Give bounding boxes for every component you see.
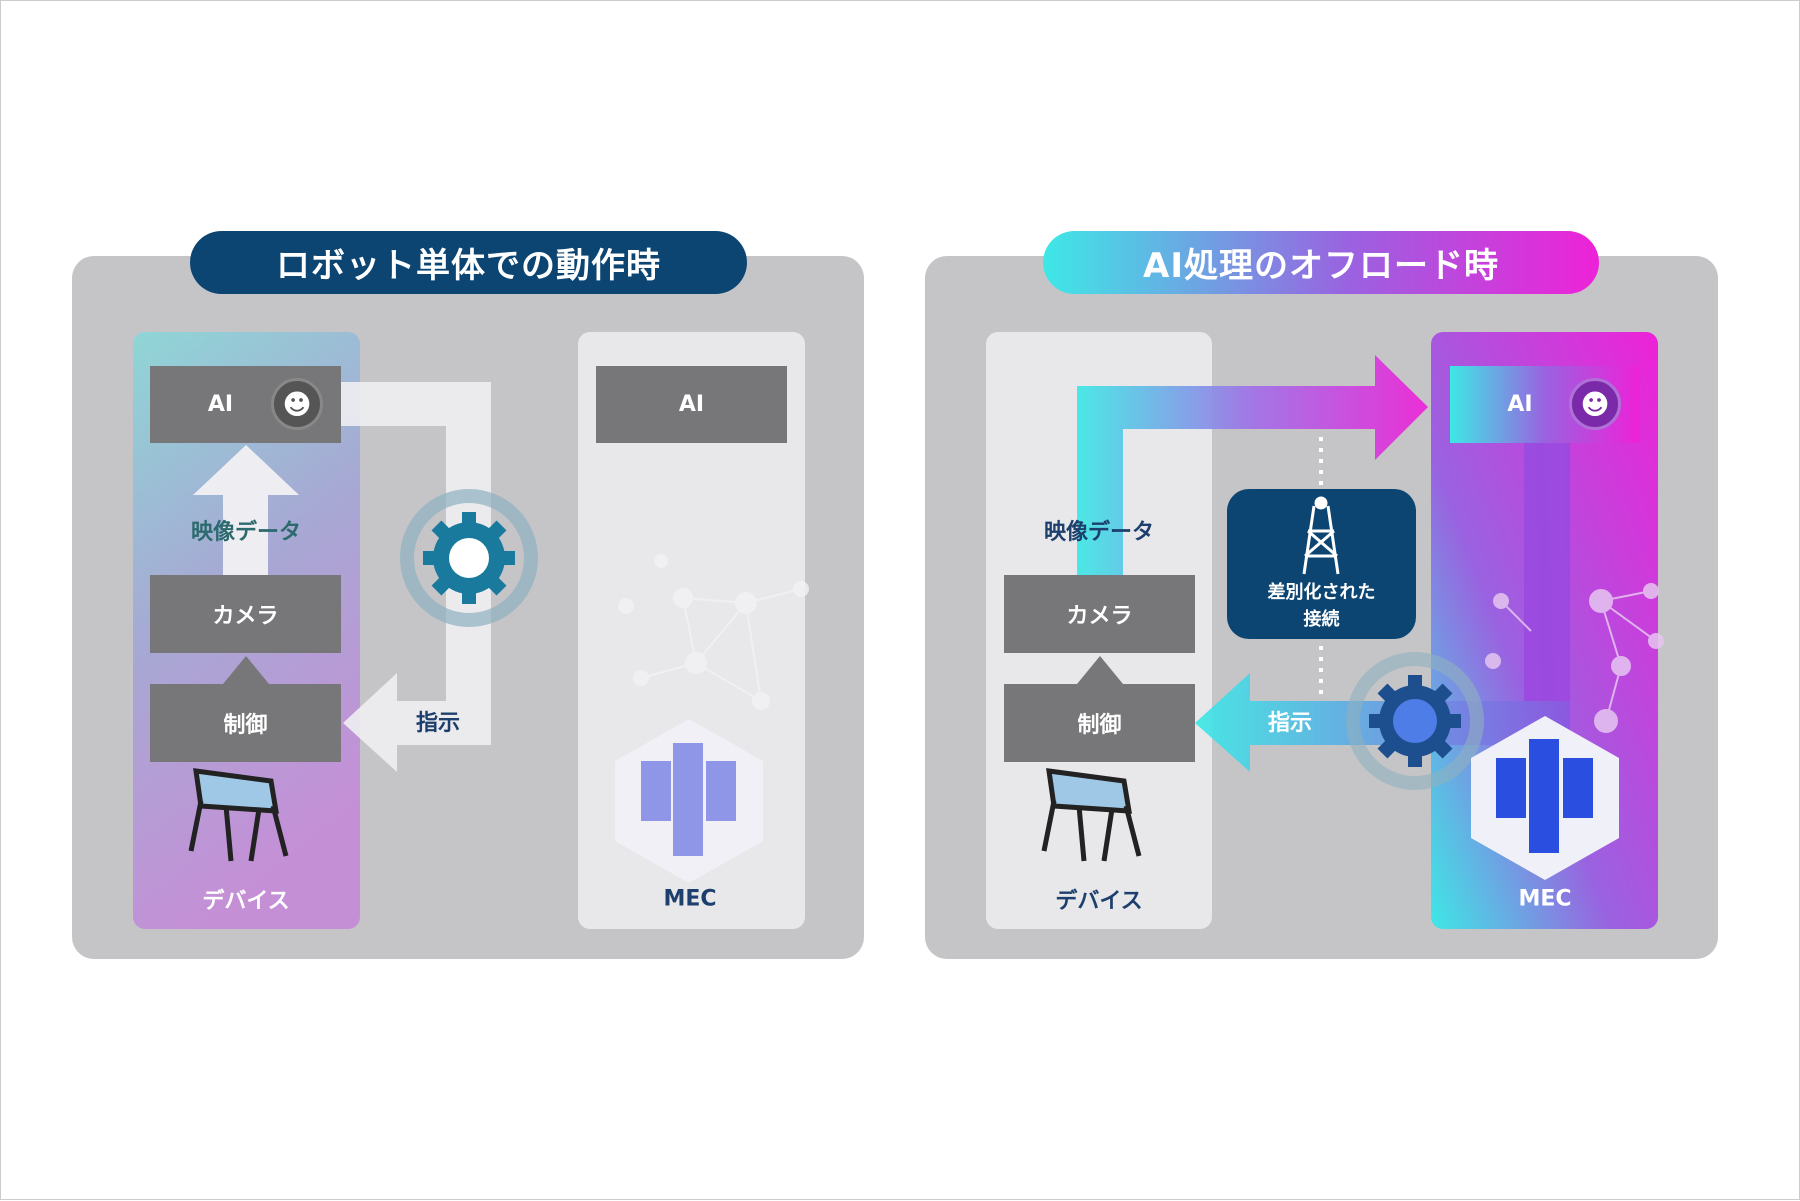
right-camera-box: カメラ [1004,575,1195,653]
right-robot-dog-icon [1041,768,1142,862]
left-gear-icon [400,489,538,627]
right-title: AI処理のオフロード時 [1043,231,1599,294]
cell-tower-icon [1302,496,1340,575]
ai-head-icon: ☻ [1569,378,1621,430]
left-video-data-label: 映像データ [190,520,302,545]
right-control-box: 制御 [1004,684,1195,762]
ai-label: AI [207,392,234,417]
ai-head-icon: ☻ [271,378,323,430]
left-control-box: 制御 [150,684,341,762]
left-title: ロボット単体での動作時 [190,231,747,294]
right-mec-label: MEC [1518,886,1572,912]
right-upload-arrow [1077,355,1428,575]
left-camera-box: カメラ [150,575,341,653]
right-connector-triangle [1077,656,1123,684]
ai-label: AI [1507,392,1533,417]
left-connector-triangle [223,656,269,684]
right-video-data-label: 映像データ [1043,520,1155,545]
connection-line1: 差別化された [1267,582,1376,603]
left-up-arrow [193,445,299,575]
right-instruction-label: 指示 [1267,711,1313,736]
left-loop-arrow [341,382,491,772]
right-server-cluster-icon [1471,716,1619,880]
right-network-icon [1485,583,1664,733]
right-gear-icon [1346,652,1484,790]
connection-box [1227,489,1416,639]
right-device-label: デバイス [1055,889,1143,914]
connection-line2: 接続 [1303,609,1340,630]
left-mec-ai-box: AI [596,366,787,443]
left-mec-label: MEC [663,886,717,912]
left-server-cluster-icon [615,719,763,883]
left-instruction-label: 指示 [415,711,461,736]
left-device-label: デバイス [202,889,290,914]
connection-label: 差別化された 接続 [1227,579,1416,633]
left-network-icon [618,554,809,710]
left-robot-dog-icon [188,768,289,862]
